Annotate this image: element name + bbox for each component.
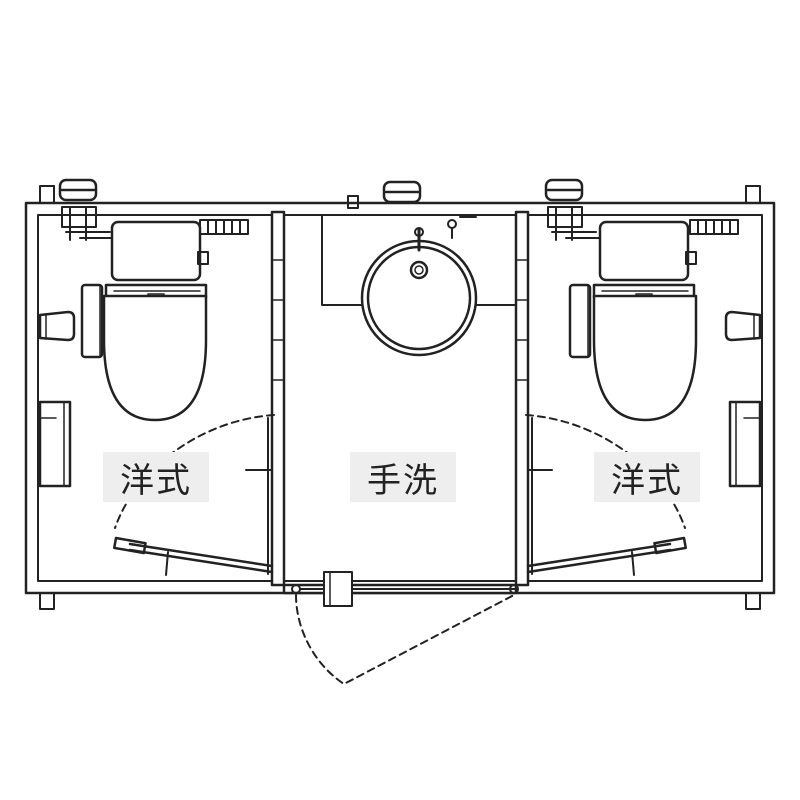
vent-center xyxy=(382,180,422,204)
wall-cabinet-left xyxy=(38,400,72,488)
mounting-brackets xyxy=(39,185,761,610)
right-toilet-room xyxy=(547,206,762,488)
paper-holder-left xyxy=(38,310,76,342)
room-label-left-text: 洋式 xyxy=(120,460,192,501)
sink-drain xyxy=(409,260,429,280)
wash-room xyxy=(321,214,553,575)
door-right xyxy=(525,414,687,576)
room-label-right-text: 洋式 xyxy=(611,460,683,501)
partition-walls xyxy=(270,210,530,587)
wall-cabinet-right xyxy=(728,400,762,488)
toilet-tank-left xyxy=(110,220,202,282)
room-label-center: 手洗 xyxy=(350,452,456,502)
room-label-right: 洋式 xyxy=(594,452,700,502)
toilet-tank-right xyxy=(598,220,690,282)
sink-basin-outer xyxy=(360,239,478,357)
room-label-left: 洋式 xyxy=(103,452,209,502)
left-toilet-room xyxy=(38,206,249,488)
vent-left xyxy=(58,178,98,202)
vent-right xyxy=(544,178,584,202)
door-left xyxy=(113,414,275,576)
paper-holder-right xyxy=(724,310,762,342)
door-front xyxy=(282,571,519,685)
toilet-bowl-right xyxy=(592,294,698,422)
door-handle xyxy=(323,571,353,607)
toilet-bowl-left xyxy=(102,294,208,422)
room-label-center-text: 手洗 xyxy=(367,460,439,501)
pipe-fittings-right xyxy=(547,206,739,241)
